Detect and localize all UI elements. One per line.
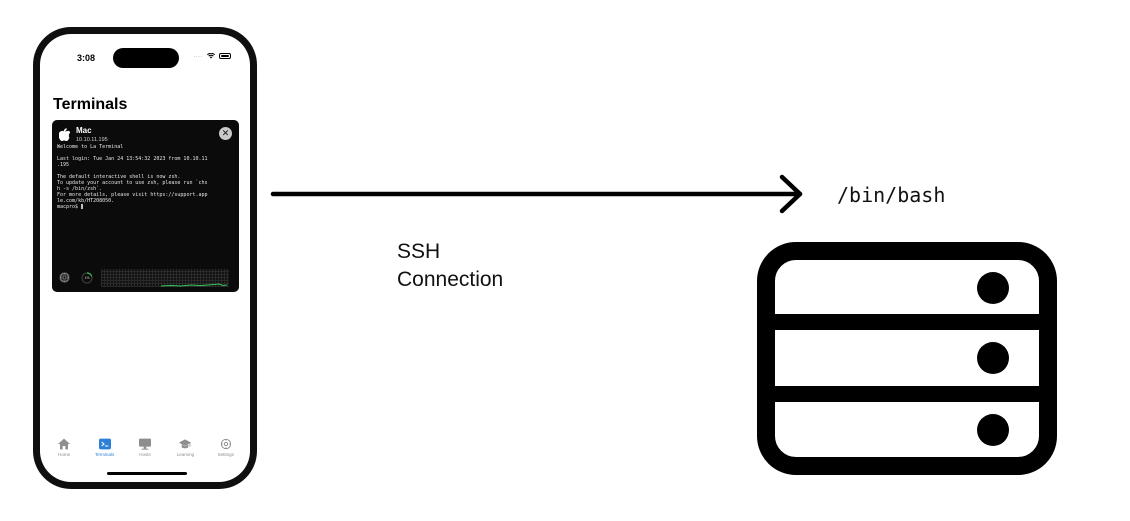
terminal-cursor <box>81 204 84 209</box>
tab-home[interactable]: Home <box>45 438 83 457</box>
tab-learning[interactable]: Learning <box>166 438 204 457</box>
page-title: Terminals <box>53 96 128 113</box>
home-icon <box>58 438 71 450</box>
terminal-card[interactable]: Mac 10.10.11.195 ✕ Welcome to La Termina… <box>52 120 239 292</box>
dynamic-island <box>113 48 179 68</box>
signal-icon: .... <box>193 52 203 59</box>
apple-logo-icon <box>59 128 70 141</box>
cpu-percent: 1% <box>84 276 90 280</box>
terminal-line: le.com/kb/HT208050. <box>57 198 115 204</box>
status-time: 3:08 <box>77 53 96 63</box>
terminal-line: For more details, please visit https://s… <box>57 192 208 198</box>
terminal-line: To update your account to use zsh, pleas… <box>57 180 208 186</box>
terminal-footer: 1% <box>58 269 233 287</box>
tab-settings[interactable]: Settings <box>207 438 245 457</box>
phone-screen: 3:08 .... Terminals Mac 10.10.11.195 ✕ W… <box>40 34 250 482</box>
ssh-connection-arrow <box>270 174 803 214</box>
phone-frame: 3:08 .... Terminals Mac 10.10.11.195 ✕ W… <box>33 27 257 489</box>
terminal-output[interactable]: Welcome to La Terminal Last login: Tue J… <box>57 144 235 210</box>
gear-icon <box>220 438 231 450</box>
cpu-chip-icon <box>59 272 70 283</box>
connection-label-line2: Connection <box>397 268 504 291</box>
battery-icon <box>219 52 231 59</box>
activity-graph <box>101 269 229 287</box>
cpu-usage-ring <box>81 272 93 284</box>
terminal-line: The default interactive shell is now zsh… <box>57 174 181 180</box>
host-name: Mac <box>76 126 92 135</box>
home-indicator[interactable] <box>107 472 187 475</box>
graduation-cap-icon <box>179 439 192 449</box>
tab-label: Learning <box>176 452 195 457</box>
terminal-line: Last login: Tue Jan 24 13:54:32 2023 fro… <box>57 156 208 162</box>
shell-label: /bin/bash <box>837 183 946 207</box>
terminal-line: h -s /bin/zsh`. <box>57 186 103 192</box>
terminal-line: Welcome to La Terminal <box>57 144 124 150</box>
monitor-icon <box>138 438 151 450</box>
terminal-line: .195 <box>57 162 70 168</box>
tab-hosts[interactable]: Hosts <box>126 438 164 457</box>
terminal-icon <box>98 438 111 450</box>
close-icon[interactable]: ✕ <box>219 127 232 140</box>
tab-label: Home <box>58 452 71 457</box>
host-ip: 10.10.11.195 <box>76 137 108 143</box>
server-rack-icon <box>757 242 1057 475</box>
terminal-prompt: macpro$ <box>57 204 82 210</box>
activity-sparkline <box>160 283 228 287</box>
wifi-icon <box>207 52 215 58</box>
tab-label: Hosts <box>139 452 151 457</box>
status-icons: .... <box>193 52 231 59</box>
tab-terminals[interactable]: Terminals <box>86 438 124 457</box>
tab-bar: Home Terminals Hosts <box>40 438 250 464</box>
tab-label: Terminals <box>94 452 115 457</box>
tab-label: Settings <box>217 452 234 457</box>
connection-label-line1: SSH <box>397 240 441 263</box>
connection-label: SSH Connection <box>397 238 503 294</box>
